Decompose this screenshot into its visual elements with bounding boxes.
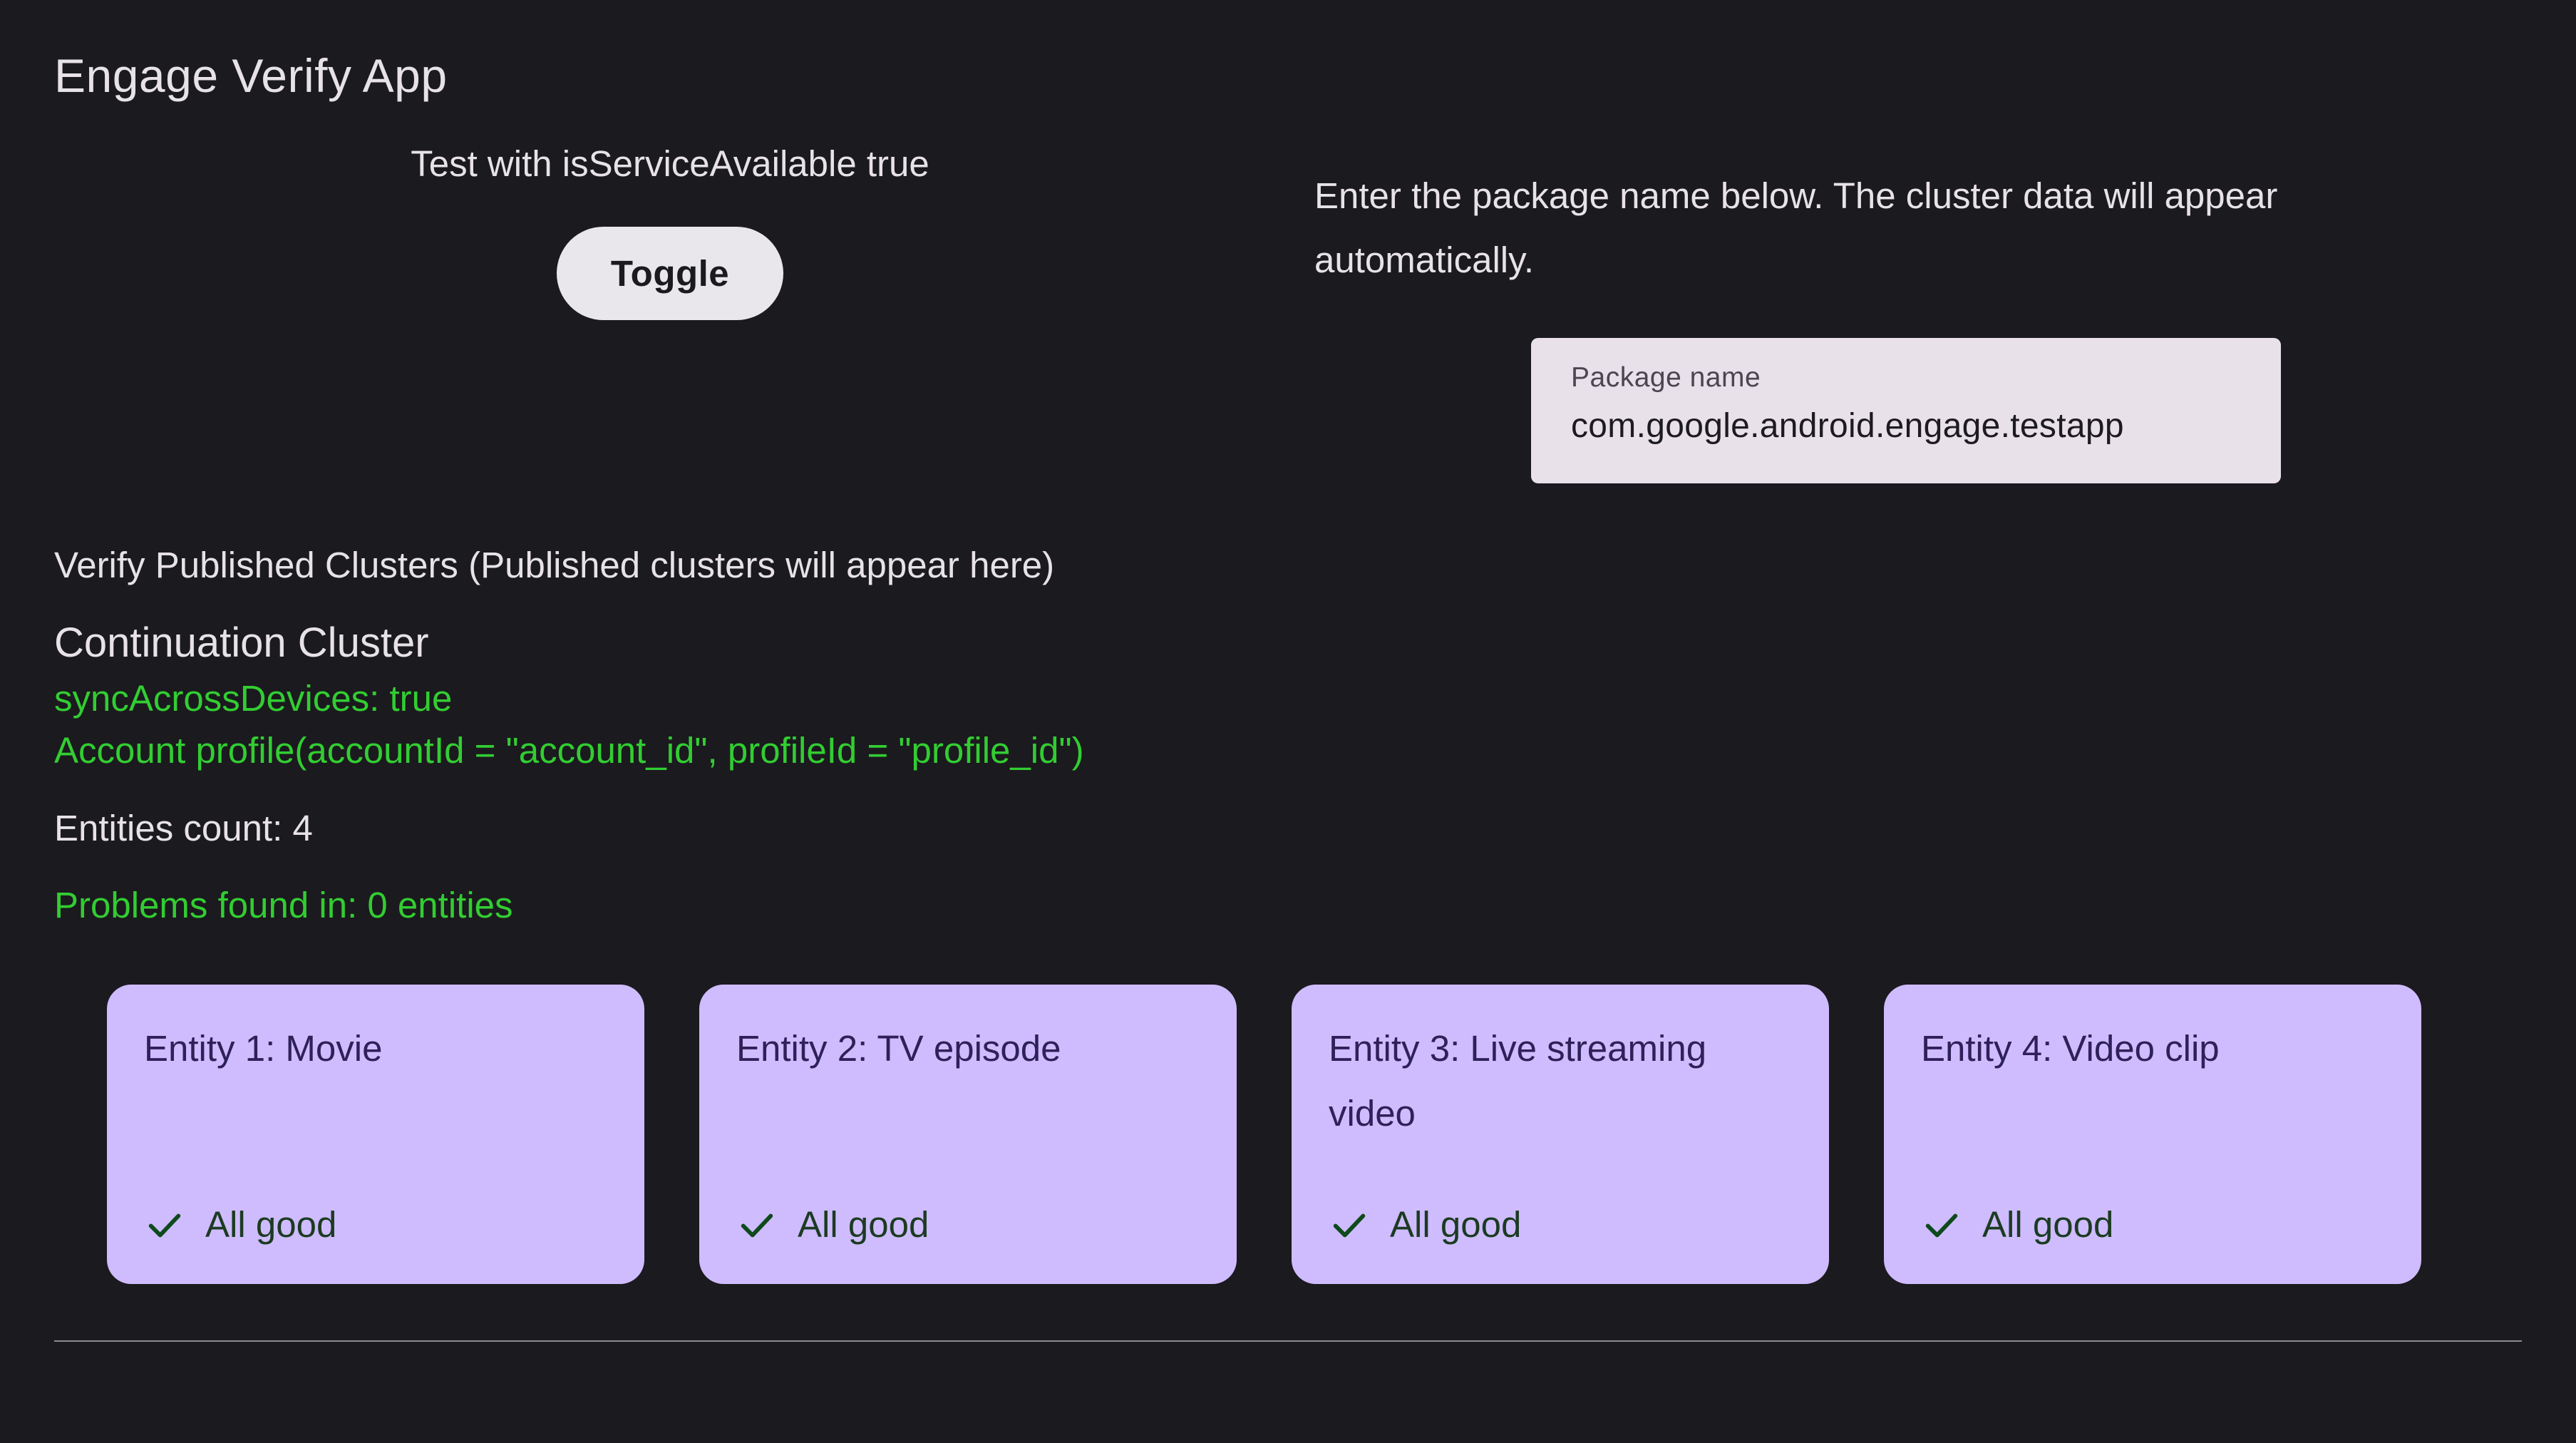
service-availability-label: Test with isServiceAvailable true [411,143,929,184]
entity-card-tv-episode[interactable]: Entity 2: TV episode All good [699,985,1237,1284]
problems-found-line: Problems found in: 0 entities [54,885,513,925]
entity-status-text: All good [1982,1204,2114,1245]
entity-card-movie[interactable]: Entity 1: Movie All good [107,985,644,1284]
entity-card-title: Entity 1: Movie [144,1028,383,1069]
toggle-button[interactable]: Toggle [557,227,783,320]
account-profile-line: Account profile(accountId = "account_id"… [54,730,1084,771]
checkmark-icon [736,1204,778,1246]
package-name-field-value: com.google.android.engage.testapp [1571,407,2124,445]
checkmark-icon [1921,1204,1962,1246]
entity-status: All good [1921,1203,2113,1246]
entity-card-title: Entity 3: Live streaming video [1329,1028,1707,1134]
entity-status-text: All good [798,1204,929,1245]
entities-count-line: Entities count: 4 [54,808,313,848]
checkmark-icon [144,1204,185,1246]
entity-status-text: All good [1390,1204,1522,1245]
entity-status-text: All good [205,1204,337,1245]
entity-card-title: Entity 4: Video clip [1921,1028,2220,1069]
verify-published-clusters-header: Verify Published Clusters (Published clu… [54,545,1055,585]
divider [54,1340,2522,1342]
entity-card-video-clip[interactable]: Entity 4: Video clip All good [1884,985,2421,1284]
entity-status: All good [736,1203,929,1246]
entity-status: All good [144,1203,336,1246]
package-instructions: Enter the package name below. The cluste… [1314,175,2278,280]
package-name-field[interactable]: Package name com.google.android.engage.t… [1531,338,2281,483]
entity-card-live-streaming-video[interactable]: Entity 3: Live streaming video All good [1292,985,1829,1284]
continuation-cluster-title: Continuation Cluster [54,620,429,666]
package-name-field-label: Package name [1571,362,1761,393]
entity-status: All good [1329,1203,1521,1246]
checkmark-icon [1329,1204,1370,1246]
app-title: Engage Verify App [54,49,448,102]
entity-card-title: Entity 2: TV episode [736,1028,1061,1069]
sync-across-devices-line: syncAcrossDevices: true [54,678,453,719]
entity-cards-row: Entity 1: Movie All good Entity 2: TV ep… [107,985,2421,1284]
